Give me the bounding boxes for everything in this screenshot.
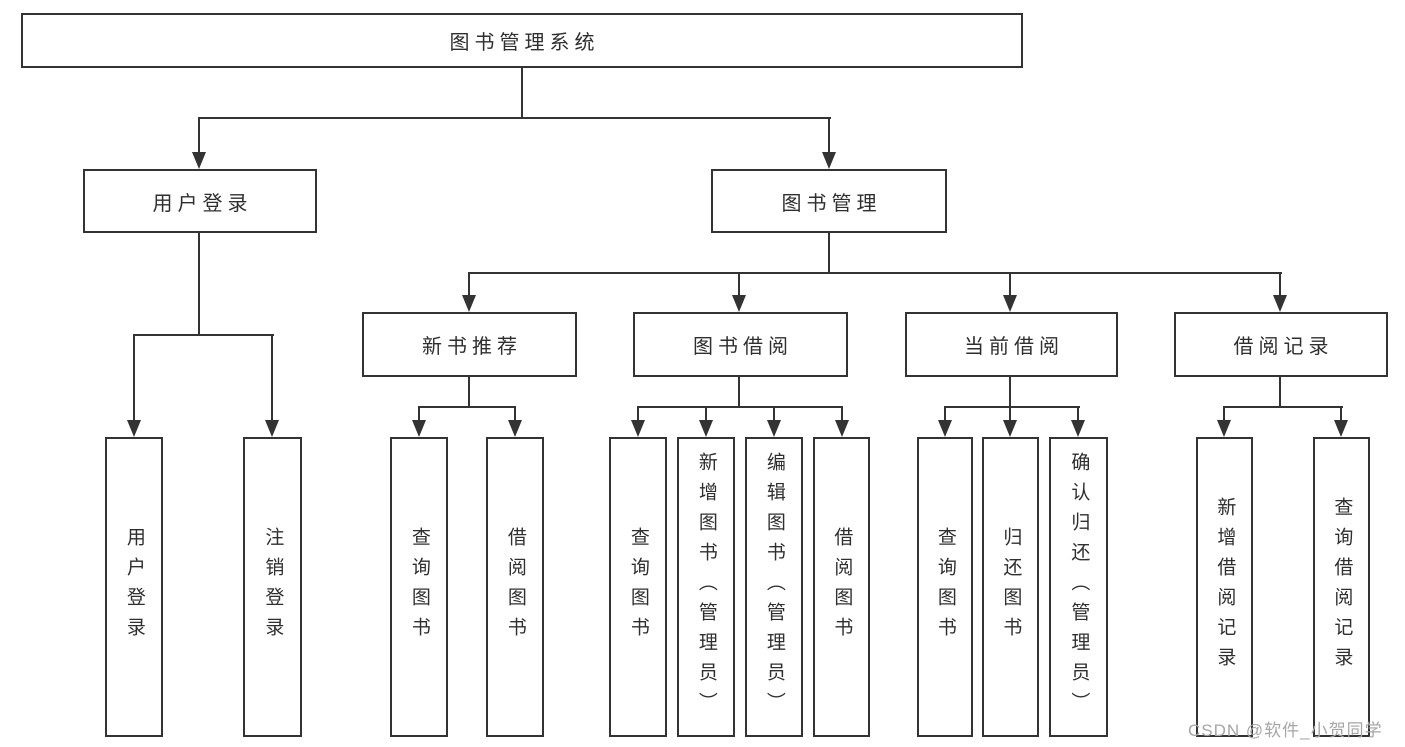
node-label: 新书推荐 [422, 336, 522, 358]
arrow-down-icon [835, 420, 849, 437]
leaf-label: 归还图书 [1000, 527, 1022, 647]
connector-line [418, 408, 420, 420]
leaf-query-books-borrowing: 查询图书 [609, 437, 667, 737]
leaf-label: 查询图书 [627, 527, 649, 647]
node-book-borrowing: 图书借阅 [633, 312, 848, 377]
connector-line [468, 272, 1282, 274]
leaf-borrow-books-recommend: 借阅图书 [486, 437, 544, 737]
arrow-down-icon [938, 420, 952, 437]
arrow-down-icon [1071, 420, 1085, 437]
leaf-return-books: 归还图书 [982, 437, 1039, 737]
connector-line [738, 377, 740, 407]
leaf-label: 新增借阅记录 [1214, 497, 1236, 677]
arrow-down-icon [1003, 295, 1017, 312]
arrow-down-icon [1217, 420, 1231, 437]
arrow-down-icon [732, 295, 746, 312]
leaf-label: 查询图书 [408, 527, 430, 647]
connector-line [828, 119, 830, 152]
connector-line [1340, 408, 1342, 420]
leaf-label: 用户登录 [123, 527, 145, 647]
connector-line [773, 408, 775, 420]
leaf-borrow-books: 借阅图书 [813, 437, 870, 737]
arrow-down-icon [412, 420, 426, 437]
node-label: 当前借阅 [964, 336, 1064, 358]
connector-line [468, 274, 470, 295]
node-label: 用户登录 [152, 192, 253, 215]
connector-line [198, 117, 831, 119]
leaf-label: 借阅图书 [831, 527, 853, 647]
leaf-confirm-return-admin: 确认归还（管理员） [1049, 437, 1108, 737]
arrow-down-icon [1273, 295, 1287, 312]
arrow-down-icon [767, 420, 781, 437]
arrow-down-icon [508, 420, 522, 437]
leaf-label: 注销登录 [262, 527, 284, 647]
connector-line [828, 233, 830, 273]
leaf-label: 编辑图书（管理员） [763, 452, 785, 722]
connector-line [133, 334, 274, 336]
connector-line [133, 336, 135, 420]
connector-line [1223, 408, 1225, 420]
leaf-label: 确认归还（管理员） [1068, 452, 1090, 722]
connector-line [1223, 406, 1343, 408]
arrow-down-icon [1003, 420, 1017, 437]
leaf-add-books-admin: 新增图书（管理员） [677, 437, 735, 737]
node-book-management: 图书管理 [711, 169, 947, 233]
leaf-logout: 注销登录 [243, 437, 302, 737]
node-current-borrowing: 当前借阅 [905, 312, 1118, 377]
arrow-down-icon [822, 152, 836, 169]
node-new-book-recommend: 新书推荐 [362, 312, 577, 377]
node-label: 图书借阅 [693, 336, 793, 358]
csdn-watermark: CSDN @软件_小贺同学 [1188, 721, 1383, 740]
arrow-down-icon [192, 152, 206, 169]
arrow-down-icon [462, 295, 476, 312]
arrow-down-icon [699, 420, 713, 437]
connector-line [944, 408, 946, 420]
connector-line [1009, 408, 1011, 420]
leaf-query-borrow-record: 查询借阅记录 [1313, 437, 1370, 737]
node-borrowing-records: 借阅记录 [1174, 312, 1388, 377]
leaf-label: 查询图书 [934, 527, 956, 647]
connector-line [637, 406, 843, 408]
leaf-query-books-current: 查询图书 [917, 437, 973, 737]
connector-line [514, 408, 516, 420]
connector-line [468, 377, 470, 407]
arrow-down-icon [1334, 420, 1348, 437]
connector-line [418, 406, 516, 408]
node-label: 图书管理 [781, 192, 882, 215]
connector-line [198, 233, 200, 335]
connector-line [521, 68, 523, 118]
leaf-user-login: 用户登录 [105, 437, 163, 737]
leaf-query-books-recommend: 查询图书 [390, 437, 448, 737]
connector-line [738, 274, 740, 295]
connector-line [1279, 377, 1281, 407]
leaf-edit-books-admin: 编辑图书（管理员） [745, 437, 803, 737]
connector-line [1279, 274, 1281, 295]
connector-line [198, 119, 200, 152]
node-library-management-system: 图书管理系统 [21, 13, 1023, 68]
leaf-label: 新增图书（管理员） [695, 452, 717, 722]
arrow-down-icon [265, 420, 279, 437]
leaf-label: 查询借阅记录 [1331, 497, 1353, 677]
connector-line [271, 336, 273, 420]
node-label: 图书管理系统 [449, 32, 600, 54]
connector-line [1077, 408, 1079, 420]
leaf-add-borrow-record: 新增借阅记录 [1196, 437, 1253, 737]
connector-line [705, 408, 707, 420]
connector-line [1009, 274, 1011, 295]
node-user-login: 用户登录 [83, 169, 317, 233]
arrow-down-icon [127, 420, 141, 437]
connector-line [1009, 377, 1011, 407]
arrow-down-icon [631, 420, 645, 437]
node-label: 借阅记录 [1233, 336, 1334, 358]
connector-line [944, 406, 1080, 408]
leaf-label: 借阅图书 [504, 527, 526, 647]
connector-line [841, 408, 843, 420]
connector-line [637, 408, 639, 420]
